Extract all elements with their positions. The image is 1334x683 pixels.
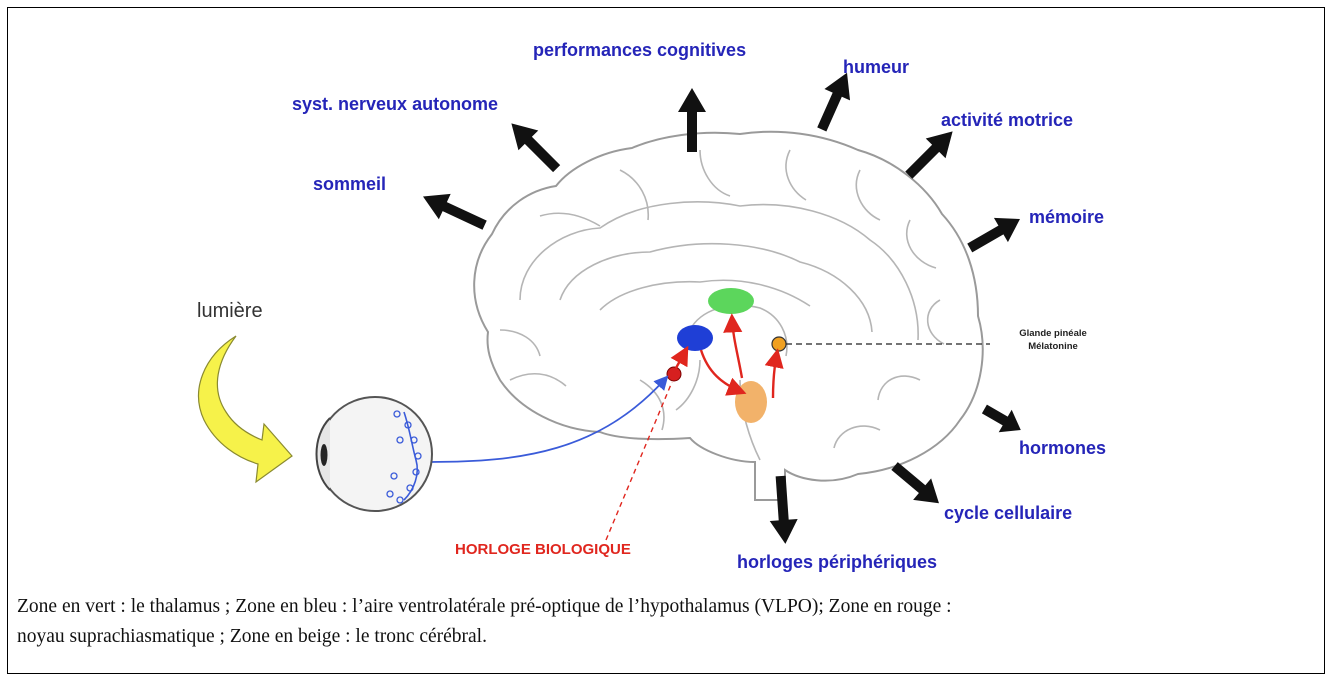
label-lumiere: lumière [197,300,263,323]
scn-zone [667,367,681,381]
brainstem-zone [735,381,767,423]
label-cycle-cellulaire: cycle cellulaire [944,503,1072,524]
label-memoire: mémoire [1029,207,1104,228]
caption-line-1: Zone en vert : le thalamus ; Zone en ble… [17,592,1317,622]
label-horloge-biologique: HORLOGE BIOLOGIQUE [455,541,631,558]
label-sommeil: sommeil [313,174,386,195]
label-glande-pineale: Glande pinéale Mélatonine [998,327,1108,353]
label-horloges-peripheriques: horloges périphériques [737,552,937,573]
vlpo-zone [677,325,713,351]
figure-caption: Zone en vert : le thalamus ; Zone en ble… [17,592,1317,652]
pineal-line-1: Glande pinéale [998,327,1108,340]
light-arrow-icon [199,336,292,482]
label-activite-motrice: activité motrice [941,110,1073,131]
pineal-line-2: Mélatonine [998,340,1108,353]
brain-outline [474,132,983,500]
label-hormones: hormones [1019,438,1106,459]
arrow-memoire [963,207,1027,260]
label-humeur: humeur [843,57,909,78]
thalamus-zone [708,288,754,314]
arrow-sommeil [417,184,490,238]
label-syst-nerveux: syst. nerveux autonome [292,94,498,115]
pineal-zone [772,337,786,351]
eye-icon [317,397,433,511]
caption-line-2: noyau suprachiasmatique ; Zone en beige … [17,622,1317,652]
arrow-hormones [978,398,1027,442]
label-performances-cognitives: performances cognitives [533,40,746,61]
arrow-syst [501,113,566,178]
